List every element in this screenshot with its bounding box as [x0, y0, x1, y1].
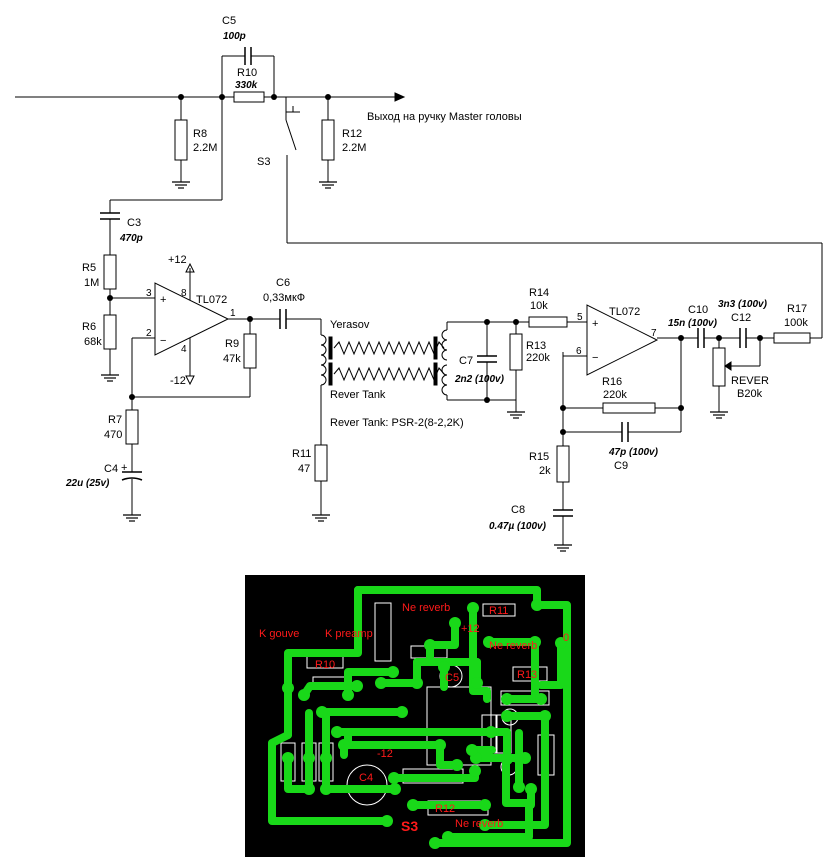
r12-ref: R12 — [342, 128, 362, 140]
c10-ref: C10 — [688, 304, 708, 316]
pcb-label-ne-reverb-top: Ne reverb — [402, 602, 450, 614]
r14-ref: R14 — [529, 287, 549, 299]
opamp1-pin3: 3 — [146, 288, 152, 299]
pcb-layout: K gouve K preamp Ne reverb R11 +12 Ne re… — [245, 575, 585, 857]
ground-symbol — [553, 544, 573, 552]
pcb-label-ne-reverb-bottom: Ne reverb — [455, 818, 503, 830]
r16-ref: R16 — [602, 376, 622, 388]
pcb-part-r11: R11 — [489, 605, 508, 617]
c7-value: 2n2 (100v) — [454, 374, 505, 385]
c5-ref: C5 — [222, 15, 236, 27]
r7-ref: R7 — [108, 414, 122, 426]
reverb-schematic: C5 100p R10 330k Выход на ручку Master г… — [15, 15, 823, 552]
r9-value: 47k — [223, 353, 241, 365]
opamp1-pin4: 4 — [181, 344, 187, 355]
r8-value: 2.2M — [193, 142, 217, 154]
r13-ref: R13 — [526, 340, 546, 352]
opamp2-minus: − — [592, 352, 598, 364]
r17-value: 100k — [784, 317, 808, 329]
pcb-label-plus12: +12 — [461, 623, 480, 635]
r10-value: 330k — [235, 80, 258, 91]
pcb-part-r10: R10 — [315, 659, 335, 671]
c4-value: 22u (25v) — [65, 478, 110, 489]
r17-ref: R17 — [787, 303, 807, 315]
ground-symbol — [100, 374, 120, 382]
opamp1-pin8: 8 — [181, 288, 187, 299]
r15-value: 2k — [539, 465, 551, 477]
ground-symbol — [709, 411, 729, 419]
c4-ref: C4 — [104, 463, 118, 475]
pcb-part-r12: R12 — [435, 803, 455, 815]
opamp2-pin6: 6 — [576, 346, 582, 357]
s3-ref: S3 — [257, 156, 270, 168]
c7-ref: C7 — [459, 355, 473, 367]
c5-value: 100p — [223, 31, 246, 42]
c9-ref: C9 — [614, 460, 628, 472]
ground-symbol — [506, 411, 526, 419]
c3-ref: C3 — [127, 217, 141, 229]
c3-value: 470p — [119, 233, 143, 244]
opamp2-label: TL072 — [609, 306, 640, 318]
ground-symbol — [122, 514, 142, 522]
ground-symbol — [318, 181, 338, 189]
r14-value: 10k — [530, 300, 548, 312]
c4-plus: + — [121, 462, 127, 474]
r9-ref: R9 — [225, 338, 239, 350]
r6-ref: R6 — [82, 321, 96, 333]
r15-ref: R15 — [529, 451, 549, 463]
c9-value: 47p (100v) — [608, 447, 659, 458]
c12-value: 3n3 (100v) — [718, 299, 768, 310]
opamp1-vneg: -12 — [170, 375, 186, 387]
opamp1-plus: + — [160, 294, 166, 306]
r8-ref: R8 — [193, 128, 207, 140]
r5-ref: R5 — [82, 262, 96, 274]
pcb-label-k-preamp: K preamp — [325, 628, 373, 640]
opamp1-minus: − — [160, 335, 166, 347]
opamp2-plus: + — [592, 318, 598, 330]
tank-spec: Rever Tank: PSR-2(8-2,2K) — [330, 417, 464, 429]
opamp1-pin2: 2 — [146, 328, 152, 339]
opamp1-vpos: +12 — [168, 254, 187, 266]
c6-ref: C6 — [276, 277, 290, 289]
c8-ref: C8 — [511, 504, 525, 516]
pcb-part-c5: C5 — [445, 672, 459, 684]
opamp1-pin1: 1 — [230, 308, 236, 319]
pcb-label-k-gouve: K gouve — [259, 628, 299, 640]
r12-value: 2.2M — [342, 142, 366, 154]
r6-value: 68k — [84, 336, 102, 348]
pcb-part-r13: R13 — [517, 669, 537, 681]
output-label: Выход на ручку Master головы — [367, 111, 522, 123]
pcb-label-zero: 0 — [563, 632, 569, 644]
c8-value: 0.47µ (100v) — [489, 521, 547, 532]
pcb-label-minus12: -12 — [377, 748, 393, 760]
c12-ref: C12 — [731, 312, 751, 324]
r16-value: 220k — [603, 389, 627, 401]
r11-value: 47 — [298, 463, 310, 475]
r11-ref: R11 — [292, 448, 311, 460]
rever-pot-value: B20k — [737, 388, 763, 400]
ground-symbol — [311, 514, 331, 522]
pcb-part-c4: C4 — [359, 772, 373, 784]
pcb-label-s3: S3 — [401, 818, 418, 834]
r13-value: 220k — [526, 352, 550, 364]
r5-value: 1M — [84, 277, 99, 289]
pcb-label-ne-reverb-right: Ne reverb — [489, 640, 537, 652]
rever-pot-ref: REVER — [731, 375, 769, 387]
tank-name: Rever Tank — [330, 389, 386, 401]
opamp2-pin5: 5 — [577, 312, 583, 323]
c10-value: 15n (100v) — [668, 318, 718, 329]
r10-ref: R10 — [237, 67, 257, 79]
opamp1-label: TL072 — [196, 294, 227, 306]
r7-value: 470 — [104, 429, 122, 441]
opamp2-pin7: 7 — [651, 328, 657, 339]
c6-value: 0,33мкФ — [263, 292, 305, 304]
tank-brand: Yerasov — [330, 319, 370, 331]
ground-symbol — [171, 181, 191, 189]
